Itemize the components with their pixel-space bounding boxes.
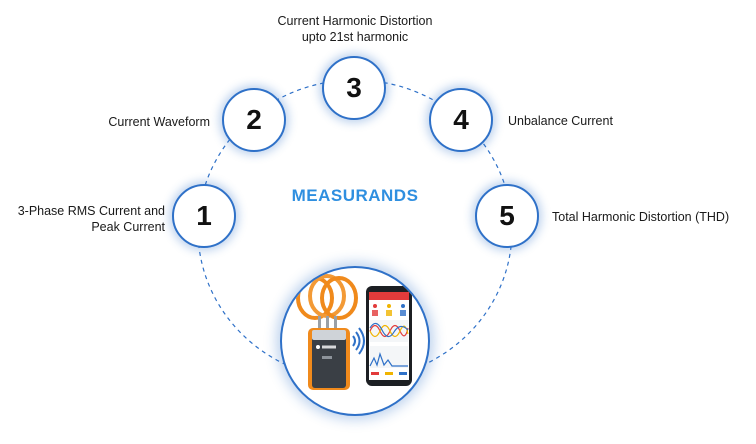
node-2-label: Current Waveform: [40, 114, 210, 130]
node-5-label-line-1: Total Harmonic Distortion (THD): [552, 210, 730, 224]
node-3-label-line-2: upto 21st harmonic: [301, 30, 409, 44]
node-1-number: 1: [196, 200, 212, 231]
node-5: 5: [475, 184, 539, 248]
node-3: 3: [322, 56, 386, 120]
device-illustration-circle: [280, 266, 430, 416]
node-3-number: 3: [346, 72, 362, 103]
node-2: 2: [222, 88, 286, 152]
device-illustration: [296, 274, 412, 390]
node-1-label: 3-Phase RMS Current and Peak Current: [0, 203, 165, 235]
node-4-label-line-1: Unbalance Current: [508, 114, 613, 128]
node-4-number: 4: [453, 104, 469, 135]
node-3-label: Current Harmonic Distortion upto 21st ha…: [250, 13, 460, 45]
wireless-signal-icon: [352, 327, 365, 355]
node-1-label-line-1: 3-Phase RMS Current and: [17, 204, 165, 218]
node-2-number: 2: [246, 104, 262, 135]
smartphone-app-illustration: [366, 286, 412, 386]
node-5-label: Total Harmonic Distortion (THD): [552, 209, 756, 225]
node-4: 4: [429, 88, 493, 152]
center-title: MEASURANDS: [291, 186, 419, 205]
node-4-label: Unbalance Current: [508, 113, 708, 129]
clamp-meter-device-illustration: [296, 274, 358, 390]
node-3-label-line-1: Current Harmonic Distortion: [277, 14, 433, 28]
node-2-label-line-1: Current Waveform: [108, 115, 210, 129]
node-1: 1: [172, 184, 236, 248]
node-5-number: 5: [499, 200, 515, 231]
node-1-label-line-2: Peak Current: [91, 220, 165, 234]
